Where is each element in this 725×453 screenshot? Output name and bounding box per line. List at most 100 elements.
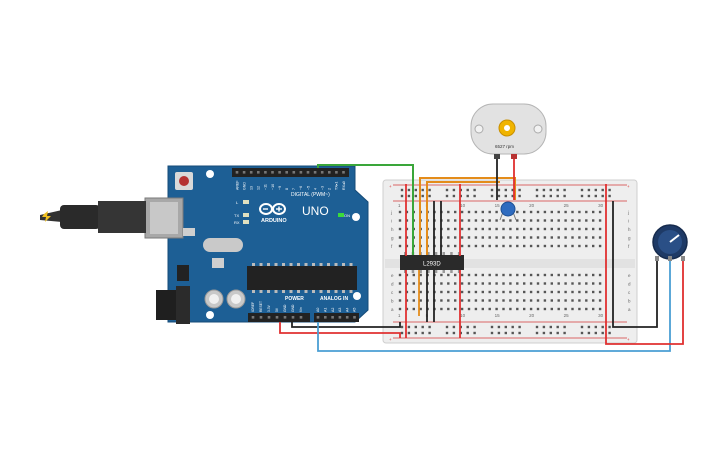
header-pin[interactable] [335,171,338,174]
breadboard-hole[interactable] [543,227,547,231]
breadboard-hole[interactable] [398,236,402,239]
power-pin[interactable] [251,316,255,319]
header-pin[interactable] [306,171,310,174]
rail-hole[interactable] [518,325,521,329]
header-pin[interactable] [313,171,317,174]
breadboard-hole[interactable] [495,219,498,222]
breadboard-hole[interactable] [440,282,443,285]
breadboard-hole[interactable] [523,244,526,248]
rail-hole[interactable] [549,325,552,329]
rail-hole[interactable] [428,194,431,198]
rail-hole[interactable] [473,325,476,329]
rail-hole[interactable] [400,325,404,329]
breadboard-hole[interactable] [495,307,498,311]
wire-a0-blue[interactable] [317,260,671,352]
header-pin[interactable] [320,171,324,174]
rail-hole[interactable] [452,331,456,335]
breadboard-hole[interactable] [516,299,519,302]
breadboard-hole[interactable] [516,244,519,248]
breadboard-hole[interactable] [598,219,602,222]
breadboard-hole[interactable] [571,282,574,285]
breadboard-hole[interactable] [440,299,443,302]
breadboard-hole[interactable] [509,282,512,285]
rail-hole[interactable] [466,325,469,329]
rail-hole[interactable] [587,188,591,192]
breadboard-hole[interactable] [454,236,457,239]
breadboard-hole[interactable] [405,219,409,222]
breadboard-hole[interactable] [564,219,567,222]
wires[interactable] [279,158,684,352]
rail-hole[interactable] [556,331,559,335]
breadboard-hole[interactable] [495,227,498,231]
breadboard-hole[interactable] [550,282,553,285]
rail-hole[interactable] [601,325,604,329]
breadboard-hole[interactable] [564,210,567,214]
breadboard-hole[interactable] [523,290,526,294]
breadboard-hole[interactable] [405,244,409,248]
breadboard-hole[interactable] [578,282,581,285]
breadboard-hole[interactable] [578,244,581,248]
rail-hole[interactable] [601,194,604,198]
breadboard-hole[interactable] [460,273,464,277]
breadboard-hole[interactable] [454,219,457,222]
rail-hole[interactable] [400,188,404,192]
rail-hole[interactable] [400,331,404,335]
breadboard-hole[interactable] [543,282,547,285]
breadboard-hole[interactable] [419,299,422,302]
breadboard-hole[interactable] [481,273,484,277]
breadboard-hole[interactable] [495,244,498,248]
breadboard-hole[interactable] [412,307,415,311]
power-pin[interactable] [283,316,287,319]
breadboard-hole[interactable] [550,244,553,248]
rail-hole[interactable] [414,194,417,198]
rail-hole[interactable] [594,194,597,198]
rail-hole[interactable] [587,325,591,329]
analog-pin[interactable] [324,316,327,319]
breadboard-hole[interactable] [454,299,457,302]
breadboard-hole[interactable] [529,273,533,277]
breadboard-hole[interactable] [509,299,512,302]
rail-hole[interactable] [445,188,449,192]
breadboard-hole[interactable] [578,290,581,294]
rail-hole[interactable] [587,331,591,335]
breadboard-hole[interactable] [467,236,471,239]
breadboard-hole[interactable] [592,273,595,277]
breadboard-hole[interactable] [592,307,595,311]
rail-hole[interactable] [511,331,514,335]
breadboard-hole[interactable] [598,273,602,277]
breadboard-hole[interactable] [481,307,484,311]
breadboard-hole[interactable] [509,290,512,294]
power-header[interactable] [248,313,310,322]
breadboard-hole[interactable] [398,227,402,231]
breadboard-hole[interactable] [460,244,464,248]
breadboard-hole[interactable] [454,273,457,277]
breadboard-hole[interactable] [557,299,560,302]
rail-hole[interactable] [497,194,501,198]
rail-hole[interactable] [580,194,584,198]
breadboard-hole[interactable] [564,290,567,294]
rail-hole[interactable] [518,331,521,335]
rail-hole[interactable] [535,188,539,192]
breadboard-hole[interactable] [467,244,471,248]
rail-hole[interactable] [445,325,449,329]
breadboard-hole[interactable] [516,290,519,294]
breadboard-hole[interactable] [495,290,498,294]
breadboard-hole[interactable] [460,236,464,239]
breadboard-hole[interactable] [502,307,505,311]
breadboard-hole[interactable] [536,227,540,231]
breadboard-hole[interactable] [598,236,602,239]
rail-hole[interactable] [414,325,417,329]
power-pin[interactable] [267,316,271,319]
breadboard-hole[interactable] [557,273,560,277]
breadboard-hole[interactable] [474,290,478,294]
rail-hole[interactable] [445,331,449,335]
rail-hole[interactable] [580,325,584,329]
breadboard-hole[interactable] [412,299,415,302]
breadboard-hole[interactable] [412,282,415,285]
rail-hole[interactable] [407,325,411,329]
breadboard-hole[interactable] [460,299,464,302]
rail-hole[interactable] [511,188,514,192]
breadboard-hole[interactable] [571,290,574,294]
rail-hole[interactable] [452,188,456,192]
